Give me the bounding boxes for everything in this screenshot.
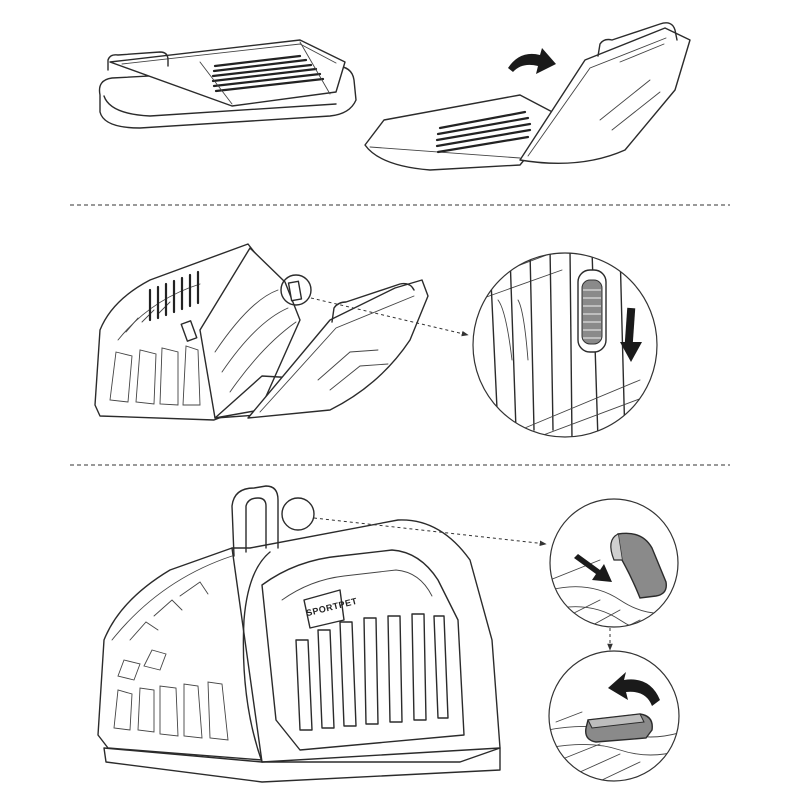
step-1-flat-carrier xyxy=(98,39,357,129)
step-3-zoom-press-detail xyxy=(549,498,679,628)
step-3-leader-line xyxy=(313,517,547,547)
step-3-side-vents xyxy=(111,555,233,741)
step-2-leader-line xyxy=(310,297,469,337)
step-2-zoom-detail xyxy=(472,252,658,438)
step-3-door-bars xyxy=(295,613,449,731)
step-2-half-folded-carrier xyxy=(94,243,429,421)
step-1-unfolding-carrier xyxy=(364,22,691,171)
step-3-zoom-flip-detail xyxy=(548,650,680,782)
step-1b-door-grille xyxy=(435,110,532,154)
ribbed-latch xyxy=(577,269,607,353)
flipped-latch xyxy=(585,713,653,743)
press-latch xyxy=(610,532,667,599)
flip-arrow-icon xyxy=(608,672,660,706)
step-1-door-grille xyxy=(211,54,325,93)
press-arrow-icon xyxy=(574,554,612,582)
step-2-back-grille xyxy=(148,270,200,322)
push-down-arrow-icon xyxy=(620,307,642,362)
step-3-assembled-carrier: SPORTPET xyxy=(97,485,501,783)
lift-arrow-icon xyxy=(508,48,556,74)
